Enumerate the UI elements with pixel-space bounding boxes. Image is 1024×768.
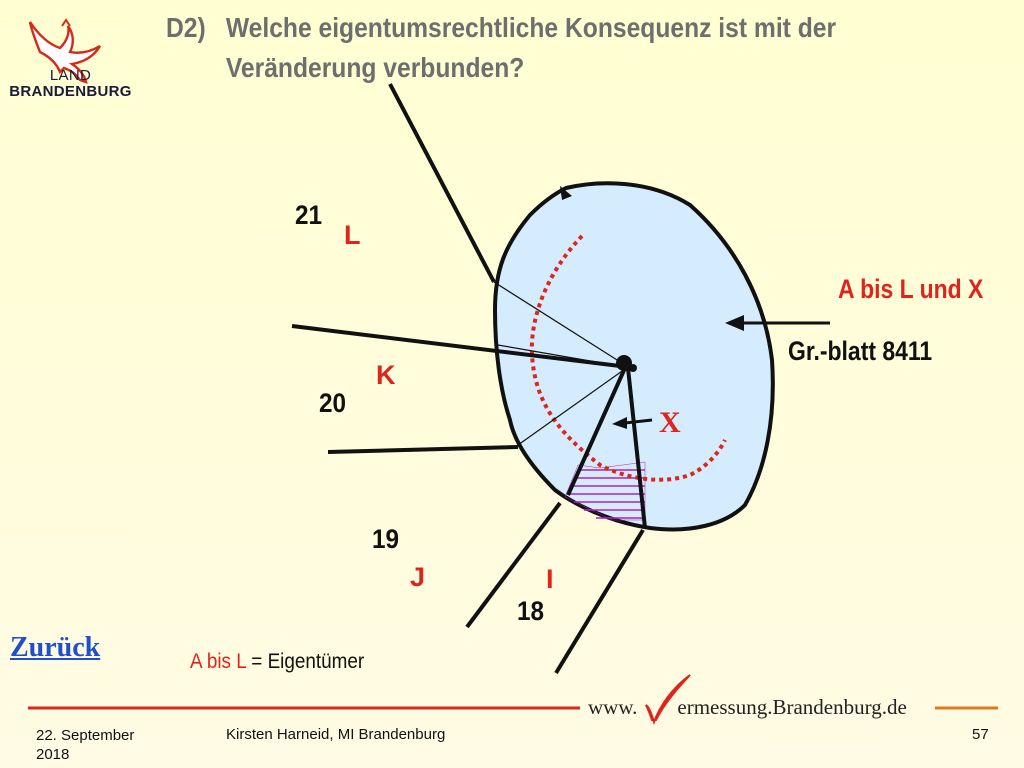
owner-label-I: I [546,564,554,594]
logo-line1: LAND [49,67,92,84]
legend-text: = Eigentümer [246,650,365,673]
parcel-label-19: 19 [372,524,400,554]
parcel-label-21: 21 [295,200,323,230]
hatched-area [564,461,646,521]
url-prefix: www. [588,695,638,719]
callout-arrow [725,315,830,331]
brandenburg-eagle-logo [28,18,102,84]
footer-date: 22. September 2018 [36,726,134,764]
website-url: www. ermessung.Brandenburg.de [588,695,907,720]
boundary-point [616,355,632,371]
back-link[interactable]: Zurück [10,632,101,663]
title-line2: Veränderung verbunden? [225,52,525,83]
title-line1: Welche eigentumsrechtliche Konsequenz is… [225,12,837,43]
arrow-to-x [612,417,653,429]
parcel-label-18: 18 [517,596,545,626]
slide-title: D2) Welche eigentumsrechtliche Konsequenz… [166,8,836,88]
owner-label-L: L [344,220,361,250]
boundary-point-small [629,364,637,372]
parcel-boundaries [291,83,647,675]
title-number: D2) [166,12,206,43]
parcel-label-20: 20 [319,388,347,418]
footer-page-number: 57 [972,726,989,743]
legend: A bis L = Eigentümer [190,650,364,674]
logo-text: LAND BRANDENBURG [8,68,133,100]
sheet-callout: Gr.-blatt 8411 [788,336,933,366]
logo-line2: BRANDENBURG [9,83,132,100]
owner-label-J: J [410,562,426,592]
legend-range: A bis L [190,650,247,673]
checkmark-icon [645,674,691,725]
footer-date-line1: 22. September [36,727,135,744]
boundary-arrow-tip [560,186,572,200]
footer-date-line2: 2018 [36,746,70,763]
url-suffix: ermessung.Brandenburg.de [677,695,907,719]
owners-callout: A bis L und X [838,274,984,304]
owner-label-K: K [376,360,396,390]
owner-label-X: X [659,406,681,439]
footer-author: Kirsten Harneid, MI Brandenburg [226,726,446,743]
